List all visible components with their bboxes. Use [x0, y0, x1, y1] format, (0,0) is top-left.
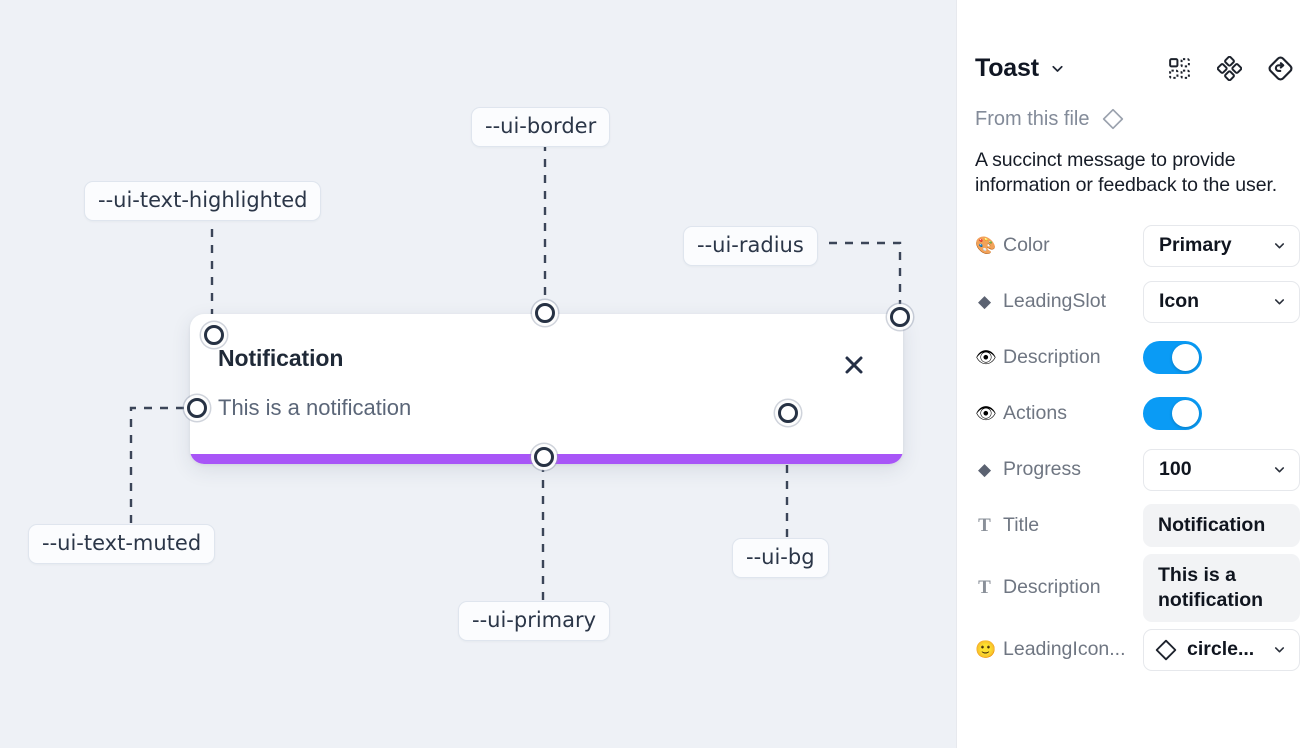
property-row-title: T Title Notification: [975, 498, 1300, 554]
property-row-description-toggle: 👁 Description: [975, 330, 1294, 386]
panel-header: Toast: [975, 38, 1294, 98]
description-input[interactable]: This is a notification: [1143, 553, 1300, 622]
palette-icon: 🎨: [975, 236, 997, 256]
close-x-icon[interactable]: [841, 352, 867, 378]
panel-header-actions: [1167, 55, 1294, 82]
title-input[interactable]: Notification: [1143, 504, 1300, 548]
diamond-icon: ◆: [977, 460, 992, 480]
chevron-down-icon: [1272, 462, 1287, 477]
leadingicon-select[interactable]: circle...: [1143, 628, 1300, 671]
token-label-ui-bg[interactable]: --ui-bg: [732, 538, 829, 579]
description-toggle[interactable]: [1143, 341, 1202, 375]
property-label: LeadingSlot: [1003, 290, 1107, 313]
property-row-actions-toggle: 👁 Actions: [975, 386, 1294, 442]
progress-select-value: 100: [1159, 458, 1192, 481]
property-row-leadingslot: ◆ LeadingSlot Icon: [975, 274, 1300, 330]
eye-icon: 👁: [975, 404, 997, 424]
property-row-progress: ◆ Progress 100: [975, 442, 1300, 498]
property-label: Progress: [1003, 458, 1082, 481]
leadingicon-select-value: circle...: [1187, 638, 1255, 661]
property-row-description-text: T Description This is a notification: [975, 553, 1300, 622]
anchor-marker-border[interactable]: [535, 303, 555, 323]
leadingslot-select-value: Icon: [1159, 290, 1200, 313]
eye-icon: 👁: [975, 348, 997, 368]
color-select[interactable]: Primary: [1143, 224, 1300, 267]
property-label: Color: [1003, 234, 1050, 257]
toast-title: Notification: [218, 345, 344, 371]
property-label-group: 🙂 LeadingIcon...: [975, 638, 1143, 661]
panel-title: Toast: [975, 53, 1039, 82]
progress-select[interactable]: 100: [1143, 448, 1300, 491]
toggle-knob: [1172, 400, 1199, 428]
component-description: A succinct message to provide informatio…: [975, 149, 1278, 196]
diamond-icon: ◆: [977, 292, 992, 312]
component-grid-icon[interactable]: [1167, 56, 1192, 81]
actions-toggle[interactable]: [1143, 397, 1202, 431]
property-label: Title: [1003, 514, 1040, 537]
toast-description: This is a notification: [218, 395, 412, 420]
property-label: Actions: [1003, 402, 1067, 425]
property-label-group: 👁 Description: [975, 346, 1143, 369]
variants-diamond-dots-icon[interactable]: [1217, 55, 1242, 81]
color-select-value: Primary: [1159, 234, 1232, 257]
design-canvas[interactable]: Notification This is a notification --ui…: [0, 0, 956, 748]
token-label-ui-primary[interactable]: --ui-primary: [458, 601, 611, 642]
property-label: LeadingIcon...: [1003, 638, 1126, 661]
anchor-marker-text-highlighted[interactable]: [204, 325, 224, 345]
token-label-ui-text-muted[interactable]: --ui-text-muted: [28, 524, 216, 565]
properties-panel: Toast: [956, 0, 1312, 748]
chevron-down-icon: [1272, 642, 1287, 657]
property-label-group: 🎨 Color: [975, 234, 1143, 257]
anchor-marker-primary[interactable]: [534, 447, 554, 467]
property-label-group: ◆ Progress: [975, 458, 1143, 481]
property-label-group: T Description: [975, 576, 1143, 599]
text-t-icon: T: [978, 577, 991, 599]
toggle-knob: [1172, 344, 1199, 372]
diamond-outline-icon: [1100, 106, 1126, 132]
property-label: Description: [1003, 576, 1101, 599]
token-label-ui-text-highlighted[interactable]: --ui-text-highlighted: [84, 181, 322, 222]
chevron-down-icon[interactable]: [1049, 60, 1066, 77]
diamond-outline-icon: [1153, 637, 1179, 663]
from-this-file[interactable]: From this file: [975, 106, 1294, 132]
property-label-group: 👁 Actions: [975, 402, 1143, 425]
leadingslot-select[interactable]: Icon: [1143, 280, 1300, 323]
property-label-group: T Title: [975, 514, 1143, 537]
chevron-down-icon: [1272, 294, 1287, 309]
from-this-file-label: From this file: [975, 107, 1090, 130]
text-t-icon: T: [978, 515, 991, 537]
anchor-marker-radius[interactable]: [890, 307, 910, 327]
property-row-leadingicon: 🙂 LeadingIcon... circle...: [975, 622, 1300, 678]
property-label: Description: [1003, 346, 1101, 369]
anchor-marker-text-muted[interactable]: [187, 398, 207, 418]
toast-component[interactable]: Notification This is a notification: [190, 314, 903, 464]
property-row-color: 🎨 Color Primary: [975, 218, 1300, 274]
chevron-down-icon: [1272, 238, 1287, 253]
token-label-ui-radius[interactable]: --ui-radius: [683, 226, 818, 267]
property-label-group: ◆ LeadingSlot: [975, 290, 1143, 313]
token-label-ui-border[interactable]: --ui-border: [471, 107, 611, 148]
reset-revert-icon[interactable]: [1267, 55, 1294, 82]
smiley-icon: 🙂: [975, 640, 997, 660]
anchor-marker-bg[interactable]: [778, 403, 798, 423]
